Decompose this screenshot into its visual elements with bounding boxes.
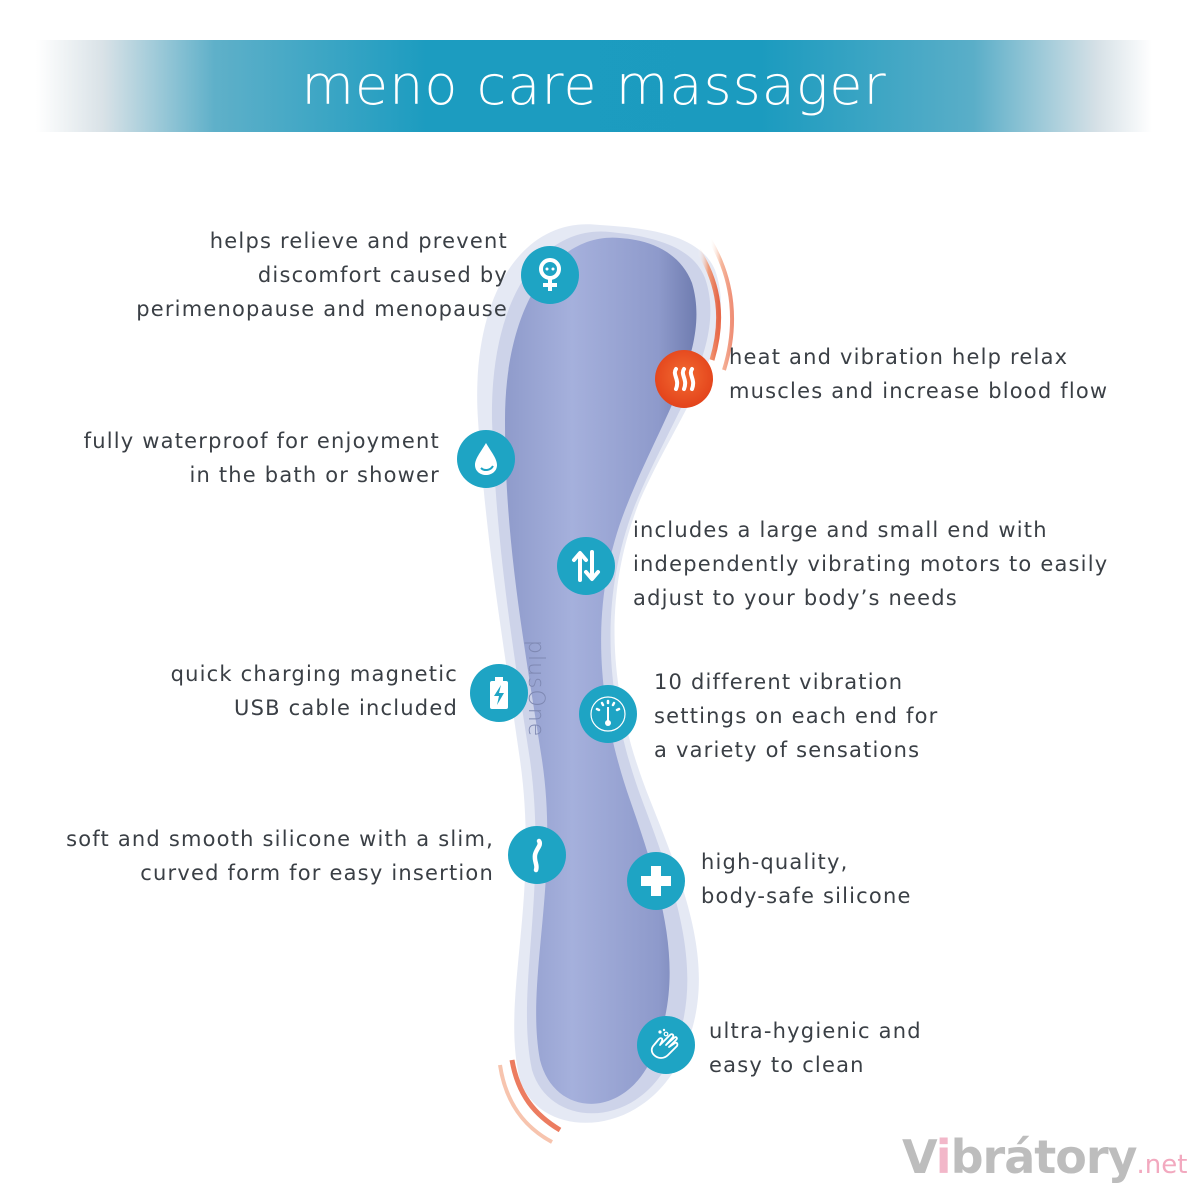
watermark-logo: Vibrátory.net <box>902 1130 1187 1184</box>
heat-waves-icon <box>655 350 713 408</box>
feature-text-line: muscles and increase blood flow <box>729 379 1109 403</box>
medical-cross-icon <box>627 852 685 910</box>
feature-text-line: helps relieve and prevent <box>209 229 508 253</box>
female-symbol-icon <box>521 246 579 304</box>
watermark-prefix: V <box>902 1130 937 1184</box>
curved-shape-icon <box>508 826 566 884</box>
feature-waterproof: fully waterproof for enjoyment in the ba… <box>84 424 440 492</box>
heat-arc-top-2 <box>708 238 734 371</box>
feature-text-line: USB cable included <box>234 696 458 720</box>
feature-text-line: discomfort caused by <box>257 263 508 287</box>
heat-arc-top-1 <box>695 248 722 361</box>
heat-arc-bottom-1 <box>509 1059 562 1133</box>
feature-body-safe: high-quality, body-safe silicone <box>701 845 912 913</box>
feature-silicone-form: soft and smooth silicone with a slim, cu… <box>66 822 494 890</box>
title-banner: meno care massager <box>36 40 1152 132</box>
feature-text-line: includes a large and small end with <box>633 518 1048 542</box>
feature-text-line: fully waterproof for enjoyment <box>83 429 440 453</box>
page-title: meno care massager <box>301 54 887 117</box>
up-down-arrows-icon <box>557 537 615 595</box>
heat-arc-bottom-2 <box>498 1064 553 1144</box>
washing-hands-icon <box>637 1016 695 1074</box>
feature-dual-motors: includes a large and small end with inde… <box>633 513 1108 615</box>
feature-heat-vibration: heat and vibration help relax muscles an… <box>729 340 1108 408</box>
feature-vibration-settings: 10 different vibration settings on each … <box>654 665 938 767</box>
feature-menopause-relief: helps relieve and prevent discomfort cau… <box>136 224 508 326</box>
feature-text-line: heat and vibration help relax <box>729 345 1069 369</box>
feature-text-line: adjust to your body’s needs <box>633 586 958 610</box>
feature-text-line: easy to clean <box>709 1053 865 1077</box>
water-drop-icon <box>457 430 515 488</box>
feature-text-line: settings on each end for <box>654 704 939 728</box>
feature-text-line: in the bath or shower <box>189 463 440 487</box>
feature-text-line: body-safe silicone <box>701 884 912 908</box>
watermark-main: brátory <box>950 1130 1138 1184</box>
feature-text-line: a variety of sensations <box>654 738 921 762</box>
feature-text-line: perimenopause and menopause <box>136 297 508 321</box>
feature-text-line: independently vibrating motors to easily <box>633 552 1109 576</box>
feature-text-line: soft and smooth silicone with a slim, <box>66 827 494 851</box>
feature-charging: quick charging magnetic USB cable includ… <box>171 657 458 725</box>
feature-text-line: 10 different vibration <box>654 670 904 694</box>
feature-text-line: high-quality, <box>701 850 849 874</box>
feature-text-line: quick charging magnetic <box>170 662 458 686</box>
feature-hygienic: ultra-hygienic and easy to clean <box>709 1014 922 1082</box>
gauge-icon <box>579 685 637 743</box>
watermark-accent: i <box>935 1130 952 1184</box>
feature-text-line: curved form for easy insertion <box>140 861 494 885</box>
watermark-suffix: .net <box>1136 1150 1188 1180</box>
feature-text-line: ultra-hygienic and <box>709 1019 922 1043</box>
battery-charging-icon <box>470 664 528 722</box>
